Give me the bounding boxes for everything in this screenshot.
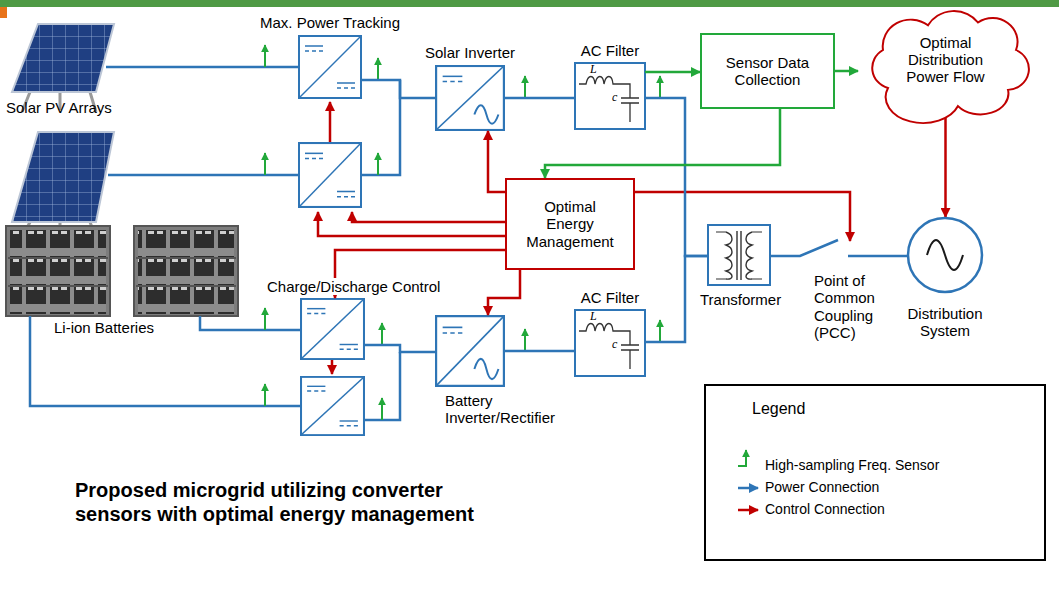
- legend-text: High-sampling Freq. Sensor: [765, 457, 939, 473]
- power-wire: [30, 67, 400, 420]
- component-label: Battery Inverter/Rectifier: [443, 392, 572, 427]
- legend-text: Power Connection: [765, 479, 879, 495]
- sensor-box: Sensor Data Collection: [700, 33, 835, 109]
- component-label: Max. Power Tracking: [258, 14, 402, 31]
- legend-text: Control Connection: [765, 501, 885, 517]
- component-label: AC Filter: [579, 42, 641, 59]
- pv-array: [12, 132, 114, 238]
- node-text: Optimal Distribution Power Flow: [898, 34, 993, 86]
- battery-cabinet: [6, 226, 110, 316]
- sensor-connection: [645, 71, 700, 74]
- cloud-box: Optimal Distribution Power Flow: [858, 12, 1033, 107]
- inverter-symbol: [436, 316, 504, 386]
- inverter-box: Solar Inverter: [435, 65, 505, 131]
- node-text: Optimal Energy Management: [525, 198, 615, 250]
- dc-dc-converter: Max. Power Tracking: [298, 35, 362, 99]
- power-connection: [362, 80, 435, 98]
- component-symbol-label: c: [612, 338, 617, 352]
- power-connection: [645, 98, 708, 256]
- legend-frame: [705, 385, 1045, 560]
- part-label: Solar PV Arrays: [6, 99, 112, 116]
- sensor-connection: [545, 109, 780, 178]
- component-symbol-label: c: [612, 91, 617, 105]
- dc-dc-converter: [301, 299, 364, 359]
- dc-dc-converter: Charge/Discharge Control: [300, 298, 365, 360]
- controller-box: Optimal Energy Management: [505, 178, 635, 270]
- transformer-symbol: [708, 225, 770, 285]
- power-connection: [770, 240, 907, 256]
- component-label: Distribution System: [893, 305, 997, 340]
- sensor-connection: [835, 70, 858, 73]
- dc-dc-converter: [299, 143, 361, 207]
- control-connection: [944, 107, 947, 217]
- circle-outline: [907, 217, 983, 293]
- battery-cabinet: [134, 226, 238, 316]
- grid-source: Distribution System: [907, 217, 983, 293]
- control-connection: [488, 270, 520, 315]
- lc-filter-symbol: [575, 63, 645, 129]
- caption: Proposed microgrid utilizing converter s…: [75, 478, 515, 526]
- legend-title: Legend: [752, 400, 805, 418]
- component-label: Transformer: [698, 291, 783, 308]
- power-connection: [505, 350, 575, 353]
- component-label: Solar Inverter: [423, 44, 517, 61]
- legend-sample: [738, 450, 746, 466]
- pv-array: [12, 24, 114, 112]
- dc-dc-converter: [301, 377, 364, 435]
- transformer-box: Transformer: [708, 225, 770, 285]
- component-label: AC Filter: [579, 289, 641, 306]
- inverter-symbol: [436, 66, 504, 130]
- node-text: Sensor Data Collection: [720, 54, 815, 89]
- legend-sample: [738, 487, 758, 490]
- power-connection: [365, 345, 435, 352]
- dc-dc-converter: [299, 36, 361, 98]
- inverter-box: Battery Inverter/Rectifier: [435, 315, 505, 387]
- part-label: Li-ion Batteries: [52, 319, 156, 336]
- power-connection: [505, 97, 575, 100]
- component-symbol-label: L: [590, 310, 597, 324]
- component-symbol-label: L: [590, 63, 597, 77]
- part-label: Point of Common Coupling (PCC): [814, 272, 894, 341]
- filter-box: AC Filter: [575, 310, 645, 376]
- component-label: Charge/Discharge Control: [265, 278, 442, 295]
- sensor-arrow: [265, 45, 660, 420]
- control-connection: [488, 131, 505, 192]
- filter-box: AC Filter: [575, 63, 645, 129]
- legend-sample: [738, 509, 758, 512]
- lc-filter-symbol: [575, 310, 645, 376]
